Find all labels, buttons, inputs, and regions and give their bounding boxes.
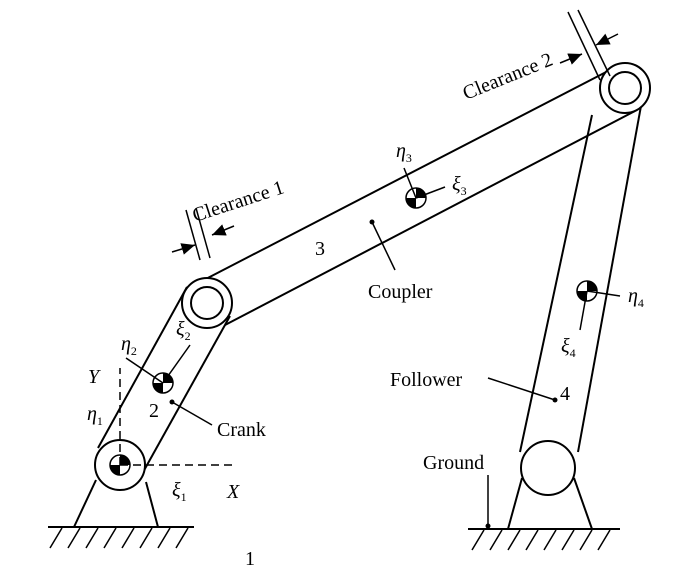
link3-label: 3 — [315, 238, 325, 260]
clearance2-marker — [559, 9, 619, 81]
xi1-label: ξ1 — [172, 479, 187, 504]
ground-left — [48, 526, 194, 549]
ground-right — [468, 528, 620, 551]
x-axis-label: X — [226, 481, 240, 503]
xi3-label: ξ3 — [452, 173, 467, 198]
xi4-label: ξ4 — [561, 335, 576, 360]
eta1-label: η1 — [87, 403, 103, 428]
local-axes — [125, 167, 621, 384]
right-support — [507, 440, 593, 530]
joint-coupler-follower — [599, 62, 651, 114]
joint-crank-coupler — [181, 277, 233, 329]
clearance2-label: Clearance 2 — [460, 49, 556, 105]
crank-label: Crank — [217, 419, 266, 441]
eta4-label: η4 — [628, 285, 644, 310]
global-axes — [119, 368, 232, 466]
link4-label: 4 — [560, 383, 570, 405]
ground-label: Ground — [423, 452, 484, 474]
y-axis-label: Y — [88, 366, 101, 388]
eta2-label: η2 — [121, 333, 137, 358]
link1-label: 1 — [245, 548, 255, 570]
follower-ground-pin — [520, 440, 576, 496]
crank-link — [97, 286, 231, 475]
left-support — [73, 479, 159, 528]
coupler-label: Coupler — [368, 281, 433, 303]
clearance1-marker — [171, 207, 235, 261]
xi2-label: ξ2 — [176, 318, 191, 343]
coupler-link — [199, 69, 636, 326]
eta3-label: η3 — [396, 140, 412, 165]
follower-link — [519, 94, 644, 453]
follower-label: Follower — [390, 369, 463, 391]
leader-lines — [169, 219, 558, 529]
clearance1-label: Clearance 1 — [190, 176, 287, 226]
link2-label: 2 — [149, 400, 159, 422]
